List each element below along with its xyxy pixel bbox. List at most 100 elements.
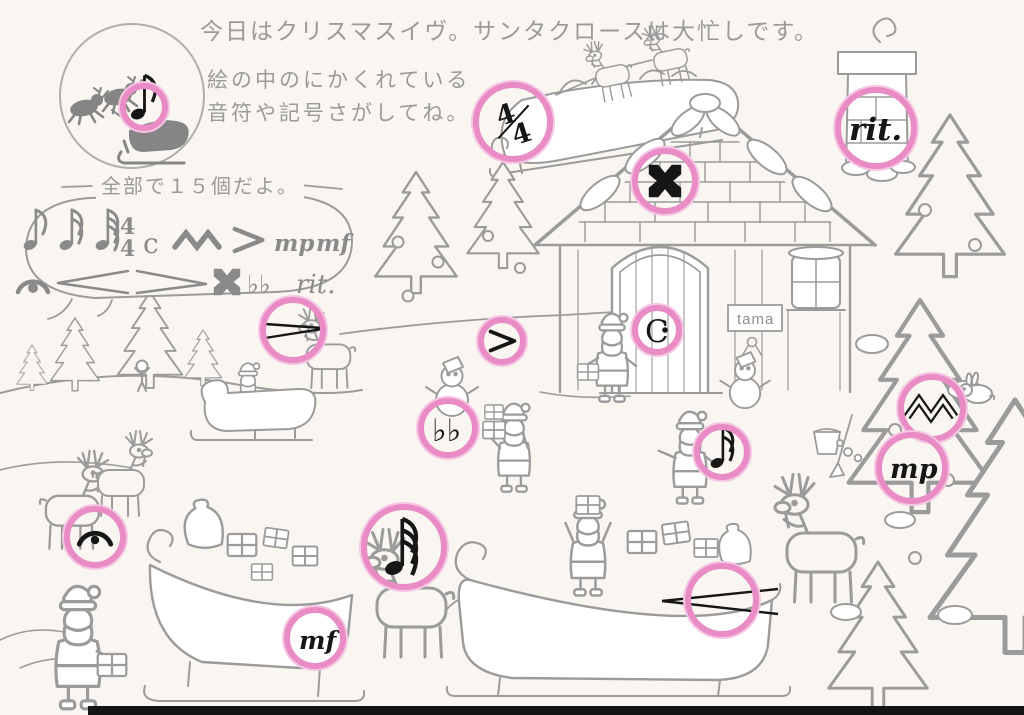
gift-box <box>575 495 601 515</box>
gift-box <box>96 652 128 678</box>
bucket-and-broom <box>813 414 863 478</box>
tree <box>374 170 458 295</box>
child-waving <box>134 359 150 392</box>
hidden-ring-double-sharp[interactable] <box>630 146 700 216</box>
gift-box <box>660 520 692 546</box>
rope-line <box>339 311 616 335</box>
legend-fermata-icon <box>18 282 48 292</box>
svg-text:C: C <box>645 314 669 350</box>
hidden-ring-decrescendo-hairpin[interactable] <box>258 295 328 365</box>
house-sign <box>727 304 783 357</box>
hidden-ring-eighth-note-example[interactable] <box>120 83 168 131</box>
chimney <box>837 17 917 182</box>
santa-pointing <box>672 410 708 505</box>
hidden-double-sharp-icon <box>648 164 682 198</box>
instruction-line-1: 絵の中のにかくれている <box>207 69 471 92</box>
hidden-ring-four-four-time[interactable] <box>473 82 553 162</box>
hidden-thirtysecond-note-icon <box>383 519 416 577</box>
hidden-ring-mf[interactable] <box>284 607 346 669</box>
flying-reindeer <box>555 18 696 105</box>
bottom-edge-bar <box>88 706 1024 715</box>
hidden-ring-common-time[interactable] <box>630 303 684 357</box>
silhouette-reindeer <box>67 86 110 126</box>
hidden-ring-thirty-second-note[interactable] <box>361 504 447 590</box>
instruction-line-2: 音符や記号さがしてね。 <box>207 102 471 125</box>
gift-box <box>482 420 506 440</box>
legend-bb: ♭♭ <box>247 270 271 299</box>
hidden-ring-accent[interactable] <box>476 315 528 367</box>
hidden-ring-double-sharp[interactable] <box>632 148 698 214</box>
door <box>599 245 723 394</box>
hidden-mf-text: mf <box>299 626 340 655</box>
hidden-ring-fermata[interactable] <box>64 506 126 568</box>
legend-c: c <box>143 227 159 260</box>
hidden-ring-thirty-second-note[interactable] <box>359 502 449 592</box>
big-sleigh <box>445 541 792 697</box>
hidden-ring-mp[interactable] <box>876 432 948 504</box>
gift-box <box>262 526 290 550</box>
legend-44-bottom: 4 <box>120 236 135 262</box>
legend-mp: mp <box>274 230 314 257</box>
hidden-fermata-icon <box>79 533 111 544</box>
hidden-accent-icon <box>488 329 517 353</box>
background-art: 4 4 c mp mf ♭♭ rit. tama <box>0 17 1024 711</box>
legend-symbols <box>18 208 262 297</box>
gift-box <box>291 545 319 567</box>
small-sleigh <box>189 379 317 441</box>
pink-rings-layer <box>62 80 968 671</box>
intro-vignette <box>59 23 205 169</box>
hidden-ring-four-four-time[interactable] <box>471 80 555 164</box>
legend-count-label: 全部で１５個だよ。 <box>96 170 304 199</box>
hidden-ring-crescendo-hairpin[interactable] <box>685 563 759 637</box>
window <box>786 246 846 311</box>
house-sign-text: tama <box>737 311 774 328</box>
tree <box>183 329 223 387</box>
hidden-zigzag-icon <box>903 393 959 424</box>
hidden-rit-text: rit. <box>849 112 902 148</box>
legend-rit: rit. <box>296 270 335 300</box>
gift-box <box>626 529 658 555</box>
hidden-ring-eighth-note-example[interactable] <box>118 81 170 133</box>
gift-box <box>484 404 504 420</box>
gift-sack <box>183 498 224 549</box>
smoke-curl <box>872 17 897 43</box>
hidden-ring-fermata[interactable] <box>62 504 128 570</box>
reindeer-pulling-sleigh <box>363 528 456 659</box>
hidden-ring-mf[interactable] <box>282 605 348 671</box>
hidden-ring-mp[interactable] <box>874 430 950 506</box>
tree <box>466 160 540 270</box>
hidden-ring-rit[interactable] <box>835 87 917 169</box>
hidden-ring-sixteenth-note[interactable] <box>692 422 752 482</box>
gift-box <box>226 532 258 558</box>
hidden-ring-double-flat[interactable] <box>416 396 480 460</box>
gift-sack <box>718 522 752 565</box>
legend-mf: mf <box>316 230 354 257</box>
reindeer <box>298 306 357 390</box>
hidden-sixteenth-note-icon <box>707 426 735 472</box>
reindeer <box>91 430 153 517</box>
gift-box <box>693 538 719 558</box>
reindeer <box>773 473 866 604</box>
page-title: 今日はクリスマスイヴ。サンタクロースは大忙しです。 <box>200 18 820 44</box>
hidden-ring-decrescendo-hairpin[interactable] <box>260 297 326 363</box>
hidden-ring-crescendo-hairpin[interactable] <box>683 561 761 639</box>
legend-text-symbols: 4 4 c mp mf ♭♭ rit. <box>120 214 354 300</box>
gift-box <box>250 563 274 581</box>
hidden-ring-rit[interactable] <box>833 85 919 171</box>
hidden-ring-sixteenth-note[interactable] <box>694 424 750 480</box>
santa-bottom-left <box>54 584 102 711</box>
hidden-ring-double-flat[interactable] <box>418 398 478 458</box>
tree <box>16 344 48 391</box>
legend-44-top: 4 <box>120 214 135 240</box>
house <box>533 93 877 394</box>
hidden-common-time: C <box>645 314 669 350</box>
hidden-decrescendo-icon <box>264 322 323 340</box>
tree <box>116 291 184 389</box>
tree <box>49 317 101 392</box>
hidden-ring-accent[interactable] <box>478 317 526 365</box>
hidden-ring-common-time[interactable] <box>632 305 682 355</box>
legend-decrescendo-icon <box>135 269 208 295</box>
flying-sleigh <box>488 18 740 178</box>
